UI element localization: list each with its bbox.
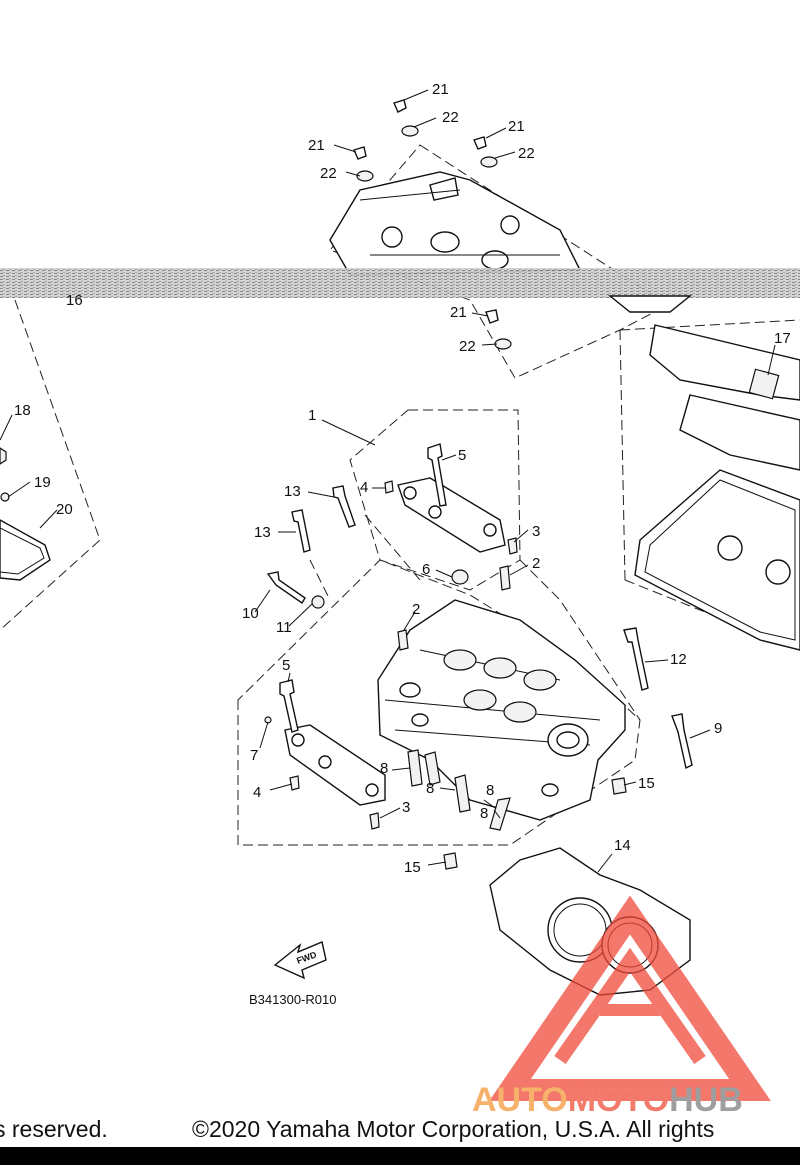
automotohub-logo <box>489 895 771 1101</box>
callout-8-a: 8 <box>380 760 388 777</box>
callout-15-a: 15 <box>638 775 655 792</box>
callout-5-a: 5 <box>458 447 466 464</box>
callout-19: 19 <box>34 474 51 491</box>
scan-noise-band <box>0 268 800 298</box>
callout-4-a: 4 <box>360 479 368 496</box>
callout-11: 11 <box>276 619 292 636</box>
callout-8-b: 8 <box>426 780 434 797</box>
callout-21-c: 21 <box>508 118 525 135</box>
callout-1: 1 <box>308 407 316 424</box>
callout-21-d: 21 <box>450 304 467 321</box>
leader-lines <box>0 89 776 873</box>
callout-6: 6 <box>422 561 430 578</box>
bolts-and-studs <box>264 443 693 870</box>
copyright-footer: s reserved. ©2020 Yamaha Motor Corporati… <box>0 1112 800 1146</box>
fwd-arrow-icon: FWD <box>273 941 327 980</box>
grommet-bolts <box>353 99 512 350</box>
callout-4-b: 4 <box>253 784 261 801</box>
callout-22-a: 22 <box>442 109 459 126</box>
watermark-brand: AUTOMOTOHUB <box>472 1081 743 1120</box>
callout-3-b: 3 <box>402 799 410 816</box>
callout-8-c: 8 <box>486 782 494 799</box>
valve-cover <box>329 171 582 276</box>
callout-22-c: 22 <box>518 145 535 162</box>
callout-5-b: 5 <box>282 657 290 674</box>
callout-7: 7 <box>250 747 258 764</box>
callout-20: 20 <box>56 501 73 518</box>
callout-16: 16 <box>66 292 83 309</box>
callout-13-b: 13 <box>254 524 271 541</box>
brand-auto: AUTO <box>472 1081 568 1119</box>
callout-22-d: 22 <box>459 338 476 355</box>
callout-21-b: 21 <box>308 137 325 154</box>
callout-17: 17 <box>774 330 791 347</box>
camshaft-caps <box>284 477 506 806</box>
callout-2-b: 2 <box>412 601 420 618</box>
footer-right-text: ©2020 Yamaha Motor Corporation, U.S.A. A… <box>192 1116 715 1142</box>
callout-21-a: 21 <box>432 81 449 98</box>
dashed-group-outlines <box>0 144 800 846</box>
callout-9: 9 <box>714 720 722 737</box>
cover-gasket-left <box>0 447 51 581</box>
callout-10: 10 <box>242 605 259 622</box>
cover-gaskets-right <box>634 324 800 651</box>
brand-moto: MOTO <box>567 1081 670 1119</box>
brand-hub: HUB <box>669 1081 743 1119</box>
callout-labels: 21 22 21 22 21 22 21 22 16 17 18 19 20 1… <box>14 81 791 876</box>
callout-18: 18 <box>14 402 31 419</box>
part-code: B341300-R010 <box>249 992 337 1007</box>
callout-12: 12 <box>670 651 687 668</box>
footer-left-text: s reserved. <box>0 1116 108 1142</box>
callout-2-a: 2 <box>532 555 540 572</box>
bottom-bar <box>0 1147 800 1165</box>
callout-13-a: 13 <box>284 483 301 500</box>
callout-22-b: 22 <box>320 165 337 182</box>
callout-8-d: 8 <box>480 805 488 822</box>
callout-3-a: 3 <box>532 523 540 540</box>
cylinder-head <box>377 599 626 821</box>
callout-14: 14 <box>614 837 631 854</box>
callout-15-b: 15 <box>404 859 421 876</box>
